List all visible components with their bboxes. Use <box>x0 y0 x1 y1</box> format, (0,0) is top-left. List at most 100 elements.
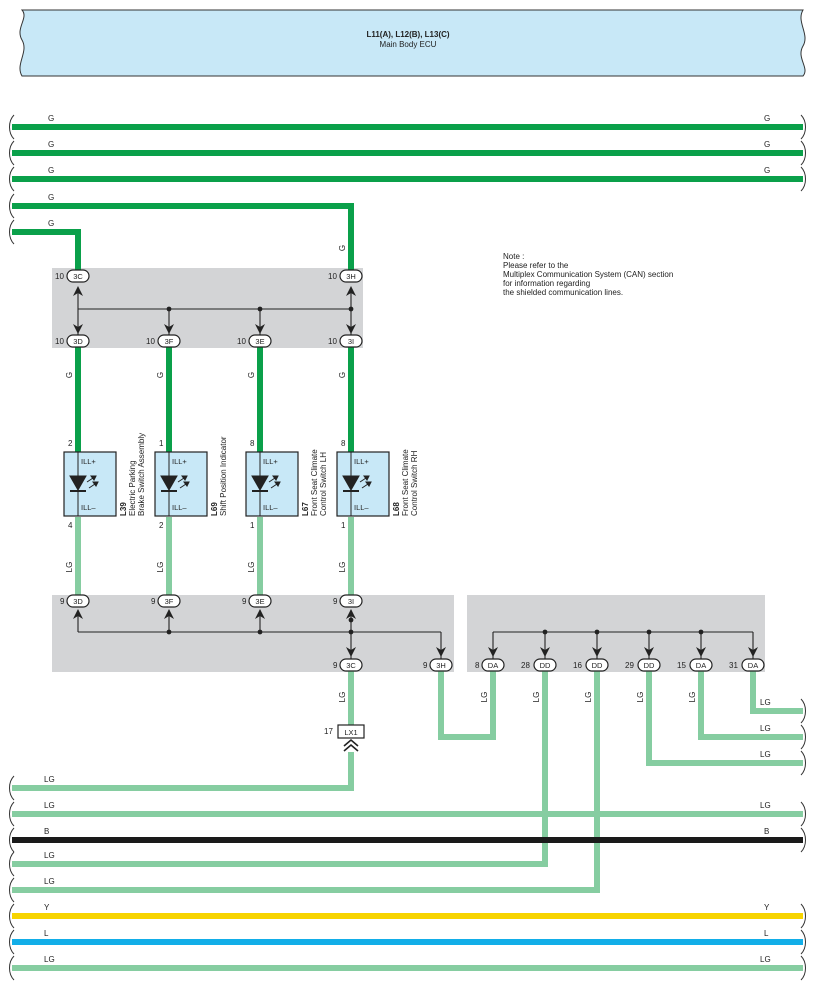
component-l68: 8 1 ILL+ ILL– L68 Front Seat Climate Con… <box>336 439 419 530</box>
note-block: Note : Please refer to the Multiplex Com… <box>503 252 673 297</box>
main-body-ecu-box: L11(A), L12(B), L13(C) Main Body ECU <box>19 9 806 77</box>
lx1-connector: 17 LX1 <box>324 724 365 752</box>
wire-label-g: G <box>48 140 54 149</box>
pin-number: 28 <box>521 661 530 670</box>
splice-dot <box>166 306 172 312</box>
wire-label-lg: LG <box>338 562 347 573</box>
wire-end-brackets <box>9 114 806 981</box>
led-icon <box>251 452 281 516</box>
connector-label: DA <box>748 661 758 670</box>
component-name: Brake Switch Assembly <box>137 433 146 516</box>
led-icon <box>160 452 190 516</box>
splice-dot <box>166 629 172 635</box>
wire-label-lg: LG <box>584 692 593 703</box>
left-bracket <box>9 801 15 827</box>
wire-label-lg: LG <box>44 955 55 964</box>
right-bracket <box>800 903 806 929</box>
splice-dot <box>646 629 652 635</box>
arrow-down <box>644 647 654 657</box>
arrow-up <box>255 609 265 619</box>
lower-wire-labels: LG LG LG LG LG LG LG LG LG LG LG LG LG L… <box>44 562 771 964</box>
arrow-down <box>488 647 498 657</box>
wire-label-lg: LG <box>532 692 541 703</box>
wire-label-lg: LG <box>760 698 771 707</box>
lg-wire-da15 <box>698 670 803 740</box>
pin-number: 8 <box>250 439 255 448</box>
connector-label: DA <box>488 661 498 670</box>
wire-label-g: G <box>65 372 74 378</box>
wire-label-lg: LG <box>247 562 256 573</box>
left-bracket <box>9 851 15 877</box>
right-bracket <box>800 698 806 724</box>
connector-bubble <box>248 594 272 608</box>
component-code: L69 <box>210 502 219 516</box>
wire-label-g: G <box>764 114 770 123</box>
wire-label-g: G <box>764 140 770 149</box>
component-box <box>245 451 299 517</box>
arrow-down <box>255 324 265 334</box>
splice-dot <box>698 629 704 635</box>
pin-number: 9 <box>60 597 65 606</box>
junction-br-internal <box>492 631 754 660</box>
left-bracket <box>9 114 15 140</box>
ill-plus-label: ILL+ <box>172 457 187 466</box>
connector-bubble <box>637 658 661 672</box>
lg-wire-dd16 <box>12 670 600 893</box>
connector-bubble <box>339 594 363 608</box>
wire-label-lg: LG <box>760 801 771 810</box>
connector-label: 3F <box>165 597 174 606</box>
g-wire-to-3h <box>12 203 354 272</box>
other-wires <box>12 837 803 945</box>
connector-label: DD <box>644 661 655 670</box>
pin-number: 1 <box>250 521 255 530</box>
ill-minus-label: ILL– <box>81 503 96 512</box>
arrow-down <box>73 324 83 334</box>
pin-number: 2 <box>159 521 164 530</box>
pin-number: 8 <box>341 439 346 448</box>
left-bracket <box>9 166 15 192</box>
wire-label-lg: LG <box>338 692 347 703</box>
pin-number: 1 <box>341 521 346 530</box>
arrow-up <box>346 286 356 296</box>
ill-minus-label: ILL– <box>354 503 369 512</box>
wire-label-g: G <box>338 372 347 378</box>
ill-minus-label: ILL– <box>263 503 278 512</box>
pin-number: 15 <box>677 661 686 670</box>
pin-number: 31 <box>729 661 738 670</box>
component-code: L67 <box>301 502 310 516</box>
arrow-down <box>748 647 758 657</box>
lg-wires <box>12 517 803 971</box>
wire-label-lg: LG <box>44 801 55 810</box>
pin-number: 9 <box>333 597 338 606</box>
connector-label: DD <box>540 661 551 670</box>
connector-bubble <box>689 658 713 672</box>
left-bracket <box>9 929 15 955</box>
lg-wire-lx1-out <box>12 752 354 791</box>
component-name: Shift Position Indicator <box>219 436 228 516</box>
left-bracket <box>9 193 15 219</box>
wire-label-l: L <box>44 929 49 938</box>
pin-number: 4 <box>68 521 73 530</box>
pin-number: 9 <box>242 597 247 606</box>
ill-plus-label: ILL+ <box>354 457 369 466</box>
note-line: for information regarding <box>503 279 590 288</box>
connector-bubble <box>339 334 363 348</box>
wire-label-g: G <box>48 166 54 175</box>
arrow-down <box>540 647 550 657</box>
connector-label: 3C <box>346 661 356 670</box>
left-bracket <box>9 903 15 929</box>
wire-label-g: G <box>247 372 256 378</box>
pin-number: 9 <box>423 661 428 670</box>
wire-label-g: G <box>48 193 54 202</box>
right-bracket <box>800 801 806 827</box>
junction-bl-connectors: 9 3D 9 3F 9 3E 9 3I 9 3C 9 3H <box>60 594 453 672</box>
wire-label-lg: LG <box>44 775 55 784</box>
splice-dot <box>348 306 354 312</box>
component-code: L39 <box>119 502 128 516</box>
junction-block-top <box>52 268 363 348</box>
arrow-up <box>346 609 356 619</box>
wire-label-lg: LG <box>760 724 771 733</box>
component-box <box>336 451 390 517</box>
wire-label-lg: LG <box>65 562 74 573</box>
wire-label-y: Y <box>764 903 770 912</box>
